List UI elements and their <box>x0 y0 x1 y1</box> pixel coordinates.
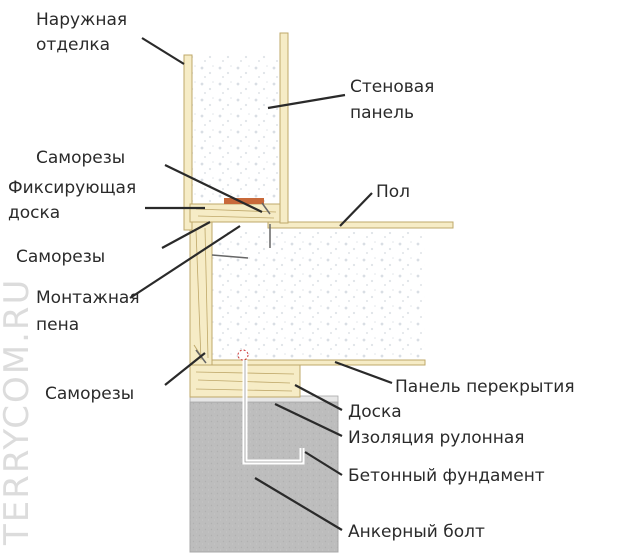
label-roll-insulation: Изоляция рулонная <box>348 428 525 448</box>
leader-floor <box>339 192 373 227</box>
leader-foundation <box>304 451 343 476</box>
label-fixing-board-1: Фиксирующая <box>8 178 136 198</box>
watermark-text: TERRYCOM.RU <box>0 278 37 546</box>
floor-panel-foam <box>210 232 425 360</box>
label-mounting-foam-1: Монтажная <box>36 288 140 308</box>
label-screws-mid: Саморезы <box>16 247 105 267</box>
leader-screws-top <box>164 164 263 213</box>
label-wall-panel-1: Стеновая <box>350 77 434 97</box>
leader-board <box>294 384 343 411</box>
label-board: Доска <box>348 402 402 422</box>
outer-vertical-frame <box>189 221 213 366</box>
leader-screws-bottom <box>164 352 206 386</box>
label-screws-top: Саморезы <box>36 148 125 168</box>
floor-panel-bottom-board <box>189 359 426 366</box>
label-concrete-foundation: Бетонный фундамент <box>348 466 545 486</box>
screw-lower <box>211 254 249 259</box>
outer-finish-board <box>183 54 193 231</box>
label-fixing-board-2: доска <box>8 203 60 223</box>
label-floor: Пол <box>376 182 410 202</box>
concrete-foundation <box>189 401 339 553</box>
label-anchor-bolt: Анкерный болт <box>348 522 485 542</box>
screw-top <box>261 202 271 215</box>
wall-panel-foam <box>190 55 280 210</box>
floor-board <box>267 221 454 229</box>
wall-panel-inner-sheet <box>279 32 289 224</box>
leader-floor-panel <box>334 360 393 385</box>
label-outer-finish-2: отделка <box>36 35 110 55</box>
label-screws-bottom: Саморезы <box>45 384 134 404</box>
leader-outer-finish <box>141 37 185 65</box>
screw-strip <box>224 198 264 204</box>
anchor-bolt-nut <box>237 349 249 361</box>
label-outer-finish-1: Наружная <box>36 10 127 30</box>
leader-anchor-bolt <box>254 477 343 531</box>
fixing-board <box>189 203 281 223</box>
leader-wall-panel <box>267 93 346 110</box>
leader-screws-mid <box>161 221 211 249</box>
label-floor-panel: Панель перекрытия <box>395 377 575 397</box>
label-wall-panel-2: панель <box>350 103 414 123</box>
label-mounting-foam-2: пена <box>36 315 79 335</box>
leader-roll-insulation <box>274 403 343 437</box>
leader-mounting-foam <box>129 225 241 299</box>
